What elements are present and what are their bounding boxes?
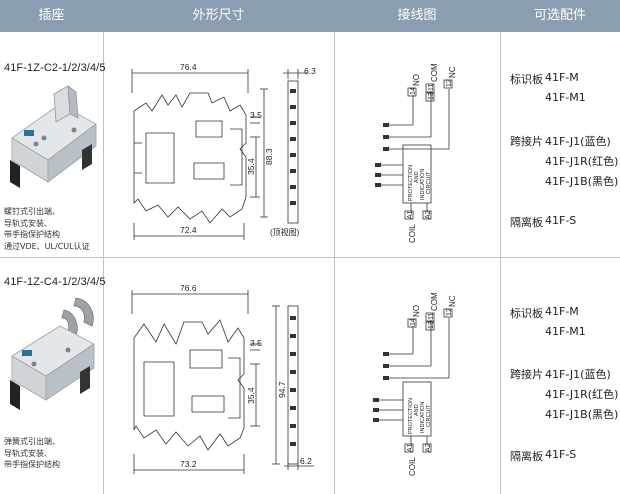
header-socket: 插座	[38, 8, 65, 23]
accessory-model: 41F-J1B(黑色)	[545, 408, 619, 421]
dim-inner-height: 35.4	[246, 158, 256, 175]
table-header: 插座 外形尺寸 接线图 可选配件	[0, 0, 620, 32]
terminal-a2: A2	[425, 443, 432, 452]
header-dimensions: 外形尺寸	[192, 8, 245, 23]
dim-inner-height: 35.4	[246, 387, 256, 404]
terminal-11: 11	[428, 313, 435, 320]
accessory-type: 跨接片	[510, 368, 543, 381]
dim-height: 94.7	[277, 381, 287, 398]
accessory-type: 标识板	[510, 73, 543, 86]
label-coil: COIL	[408, 224, 417, 243]
terminal-12: 12	[446, 79, 453, 87]
accessory-model: 41F-S	[545, 214, 577, 227]
circuit-label: CIRCUIT	[426, 404, 432, 427]
circuit-label: AND	[414, 404, 420, 416]
header-accessories: 可选配件	[533, 8, 586, 23]
label-coil: COIL	[408, 457, 417, 476]
socket-product-image	[10, 85, 97, 188]
feature-line: 螺钉式引出端、	[4, 207, 60, 216]
dim-side: 6.2	[300, 456, 312, 466]
label-com: COM	[430, 292, 439, 311]
feature-line: 导轨式安装、	[4, 218, 52, 228]
accessory-model: 41F-M1	[545, 91, 586, 104]
row-divider	[0, 257, 620, 258]
accessory-model: 41F-J1R(红色)	[545, 388, 619, 401]
socket-product-image	[10, 297, 95, 410]
dim-side: 6.3	[304, 66, 316, 76]
socket-features: 弹簧式引出端、 导轨式安装、 带手指保护结构	[4, 436, 60, 471]
accessory-model: 41F-J1(蓝色)	[545, 368, 611, 381]
column-divider	[103, 32, 104, 494]
wiring-diagram: 14 11 13 12 NO COM NC PROTECTION AND IND…	[373, 292, 457, 476]
accessory-type: 隔离板	[510, 450, 543, 463]
wiring-diagram: 14 11 13 12 NO COM NC PROTECTION AND IND…	[375, 63, 457, 243]
accessory-model: 41F-S	[545, 448, 577, 461]
accessory-model: 41F-M	[545, 71, 579, 84]
terminal-11: 11	[428, 84, 435, 91]
dim-bottom: 73.2	[180, 459, 197, 469]
terminal-a2: A2	[425, 210, 432, 219]
dim-pitch: 3.5	[250, 110, 262, 120]
circuit-label: CIRCUIT	[426, 171, 432, 194]
accessory-model: 41F-J1R(红色)	[545, 155, 619, 168]
accessory-model: 41F-J1(蓝色)	[545, 135, 611, 148]
circuit-label: PROTECTION	[408, 398, 414, 434]
dim-pitch: 3.5	[250, 338, 262, 348]
accessory-type: 隔离板	[510, 216, 543, 229]
feature-line: 通过VDE、UL/CUL认证	[4, 241, 90, 251]
accessory-model: 41F-J1B(黑色)	[545, 175, 619, 188]
column-divider	[500, 32, 501, 494]
feature-line: 带手指保护结构	[4, 460, 60, 469]
label-nc: NC	[448, 66, 457, 78]
dim-height: 88.3	[264, 148, 274, 165]
terminal-14: 14	[410, 87, 417, 95]
part-number: 41F-1Z-C4-1/2/3/4/5	[4, 276, 106, 288]
accessory-type: 跨接片	[510, 135, 543, 148]
column-divider	[334, 32, 335, 494]
terminal-12: 12	[446, 308, 453, 316]
circuit-label: INDICATION	[420, 402, 426, 433]
socket-features: 螺钉式引出端、 导轨式安装、 带手指保护结构 通过VDE、UL/CUL认证	[4, 206, 90, 252]
label-no: NO	[412, 74, 421, 86]
accessory-model: 41F-M	[545, 305, 579, 318]
label-no: NO	[412, 305, 421, 317]
dim-width: 76.4	[180, 62, 197, 72]
dim-bottom: 72.4	[180, 225, 197, 235]
part-number: 41F-1Z-C2-1/2/3/4/5	[4, 62, 106, 74]
circuit-label: AND	[414, 171, 420, 183]
accessory-model: 41F-M1	[545, 325, 586, 338]
header-wiring: 接线图	[397, 8, 437, 23]
dimension-drawing: 76.6 73.2 3.5 6.2 35.4 94.7	[131, 283, 314, 474]
feature-line: 弹簧式引出端、	[4, 437, 60, 446]
label-nc: NC	[448, 295, 457, 307]
circuit-label: INDICATION	[420, 169, 426, 200]
feature-line: 带手指保护结构	[4, 230, 60, 239]
dim-width: 76.6	[180, 283, 197, 293]
terminal-13: 13	[428, 92, 435, 100]
terminal-a1: A1	[407, 443, 414, 452]
accessory-type: 标识板	[510, 307, 543, 320]
feature-line: 导轨式安装、	[4, 448, 52, 458]
dimension-drawing: 76.4 72.4 3.5 6.3 35.4 88.3 (顶视图)	[131, 62, 316, 240]
terminal-a1: A1	[407, 210, 414, 219]
view-note: (顶视图)	[270, 227, 300, 237]
circuit-label: PROTECTION	[408, 165, 414, 201]
terminal-14: 14	[410, 318, 417, 326]
label-com: COM	[430, 63, 439, 82]
terminal-13: 13	[428, 321, 435, 329]
